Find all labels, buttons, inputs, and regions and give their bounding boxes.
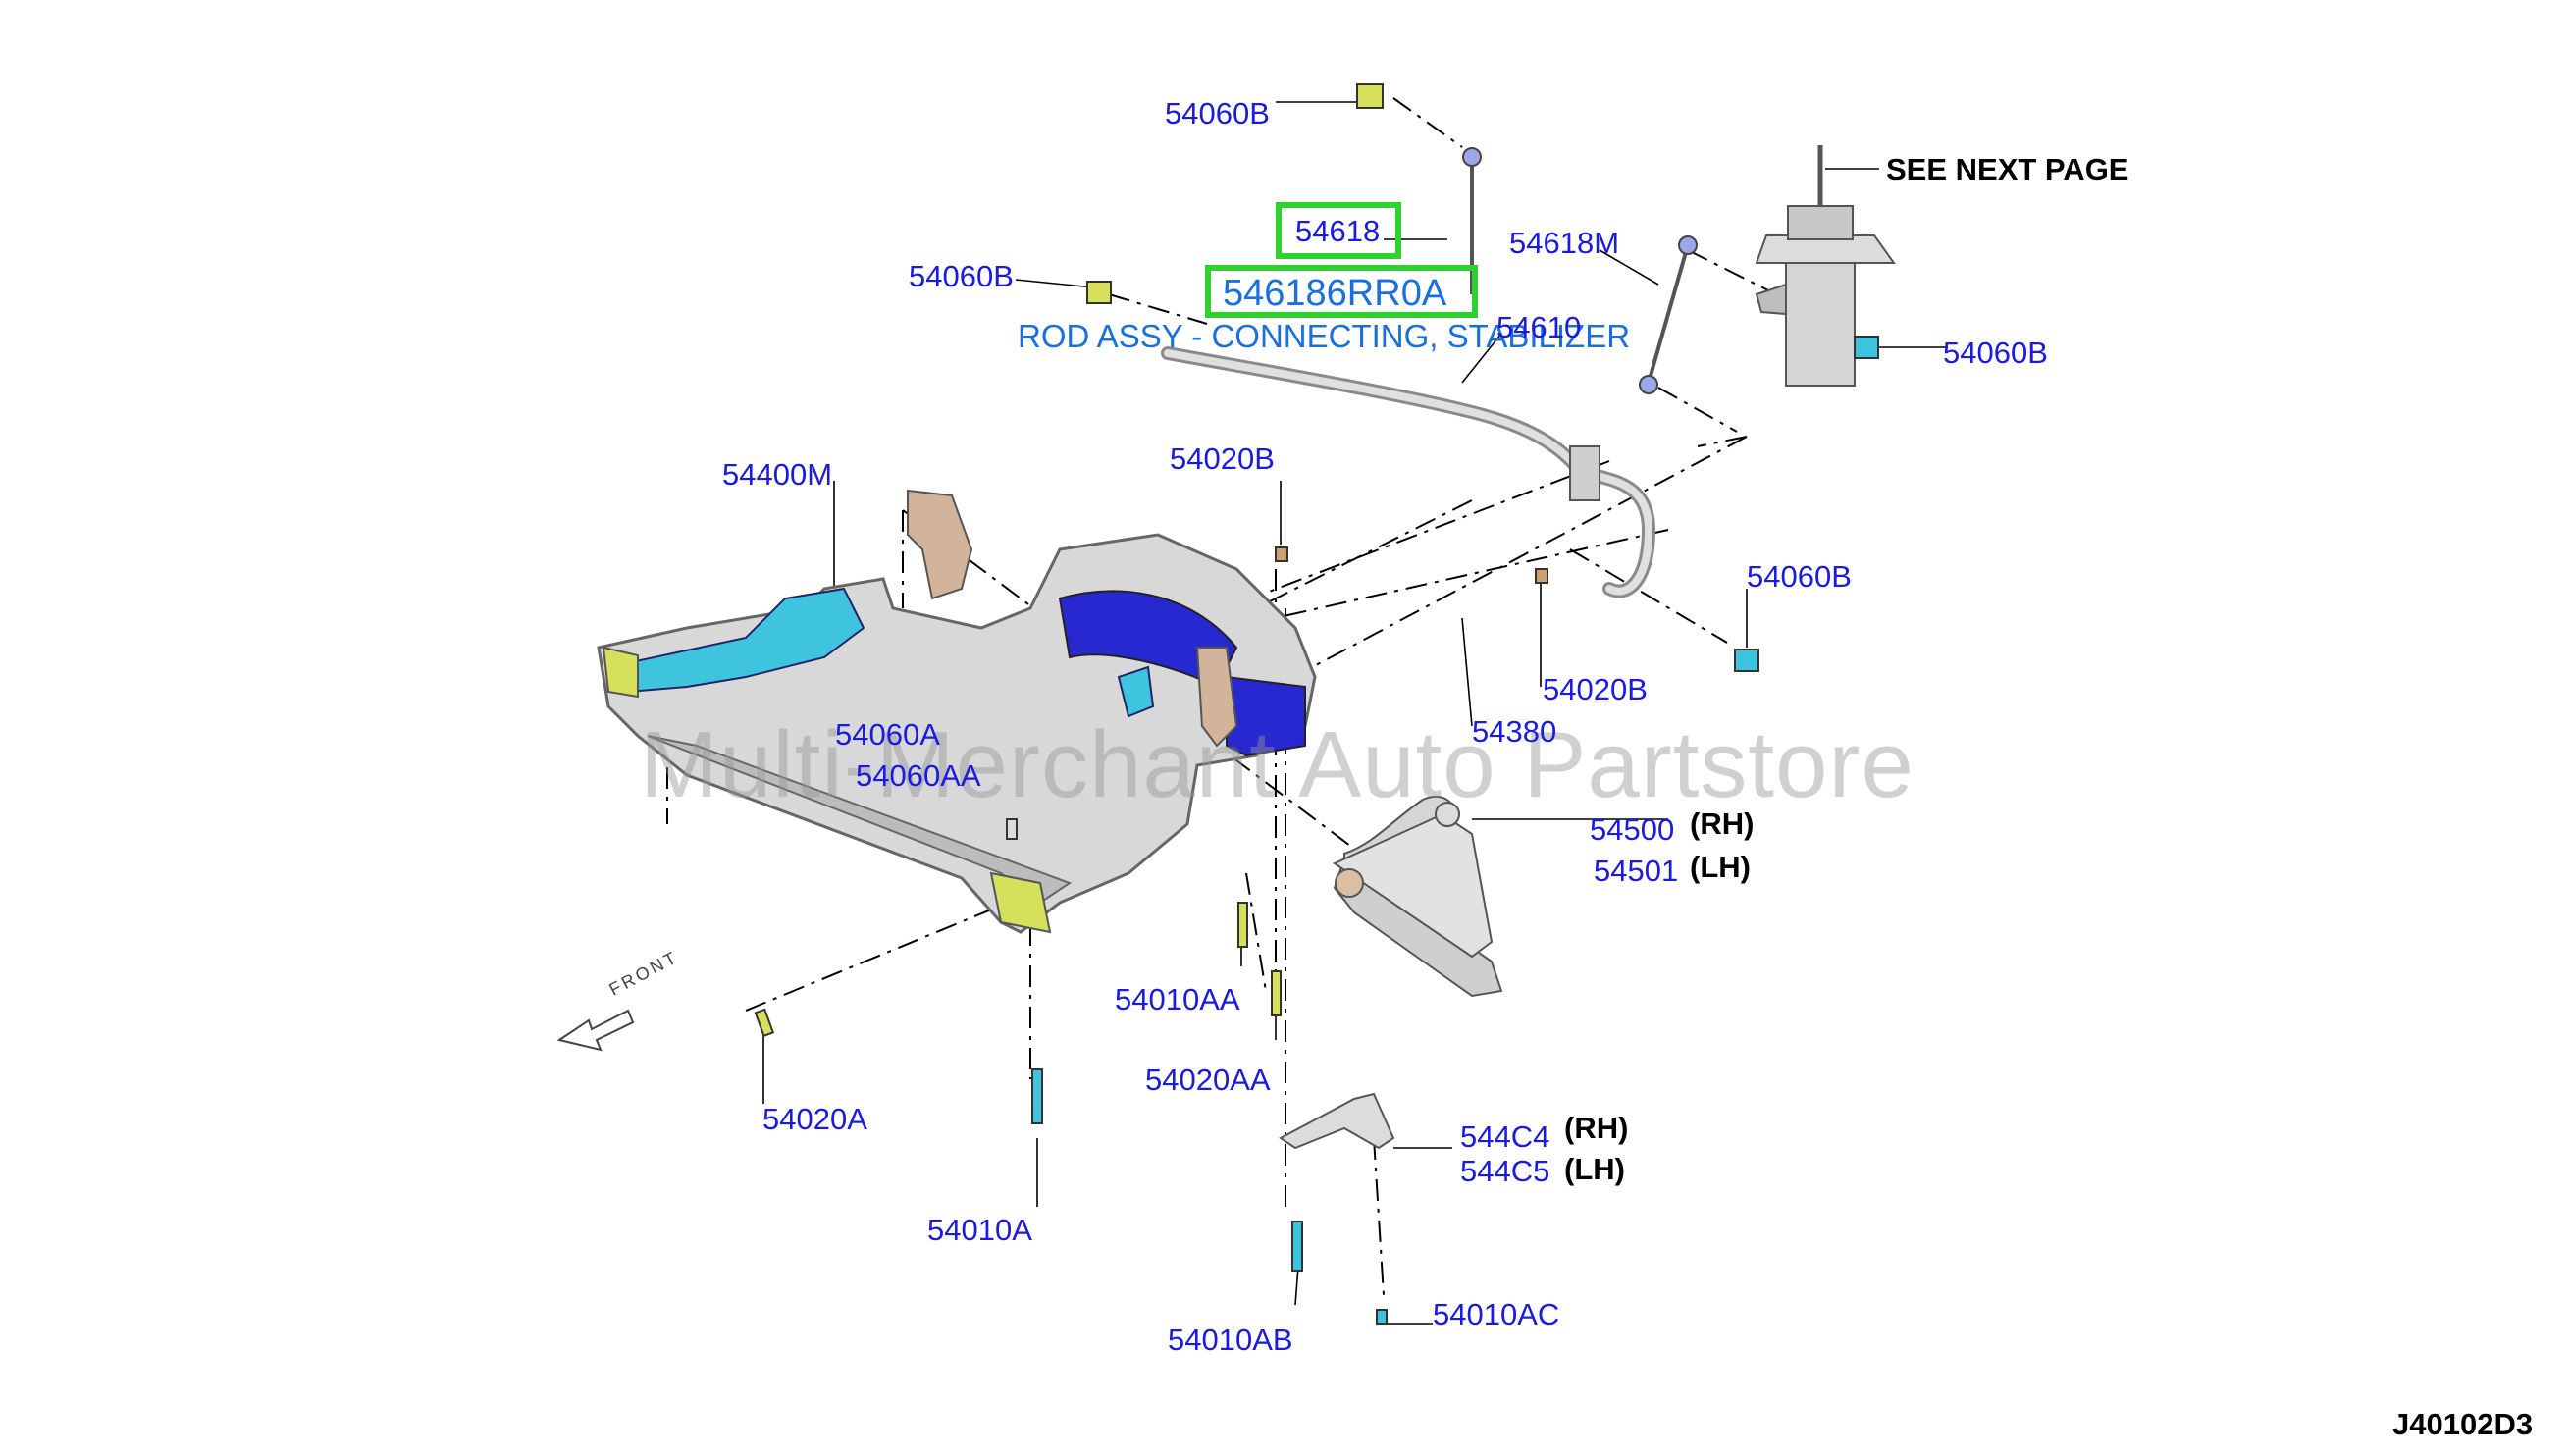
label-54610[interactable]: 54610 bbox=[1496, 310, 1582, 344]
label-54010AC[interactable]: 54010AC bbox=[1433, 1297, 1560, 1331]
see-next-page-text: SEE NEXT PAGE bbox=[1886, 152, 2129, 186]
label-54020B-top[interactable]: 54020B bbox=[1170, 442, 1275, 476]
part-number-link[interactable]: 546186RR0A bbox=[1223, 273, 1447, 314]
label-544C5[interactable]: 544C5 bbox=[1460, 1154, 1550, 1188]
lh-label-54501: (LH) bbox=[1690, 850, 1751, 884]
label-54060B-strut[interactable]: 54060B bbox=[1943, 336, 2048, 370]
label-54618M[interactable]: 54618M bbox=[1509, 226, 1620, 260]
rh-label-544C4: (RH) bbox=[1564, 1111, 1629, 1145]
highlight-box-part-number bbox=[1205, 265, 1478, 318]
highlight-box-54618 bbox=[1276, 202, 1401, 259]
label-54020A[interactable]: 54020A bbox=[762, 1102, 867, 1136]
label-54060B-top[interactable]: 54060B bbox=[1165, 96, 1270, 130]
label-544C4[interactable]: 544C4 bbox=[1460, 1119, 1550, 1154]
label-54060A[interactable]: 54060A bbox=[835, 717, 940, 752]
label-54060B-left[interactable]: 54060B bbox=[909, 259, 1014, 293]
label-54010A[interactable]: 54010A bbox=[927, 1213, 1032, 1247]
diagram-code: J40102D3 bbox=[2392, 1407, 2534, 1441]
label-54380[interactable]: 54380 bbox=[1472, 714, 1557, 749]
label-54500[interactable]: 54500 bbox=[1590, 812, 1675, 847]
label-54020B-right[interactable]: 54020B bbox=[1543, 672, 1648, 706]
rh-label-54500: (RH) bbox=[1690, 806, 1755, 841]
part-description-link[interactable]: ROD ASSY - CONNECTING, STABILIZER bbox=[1018, 318, 1631, 354]
label-54400M[interactable]: 54400M bbox=[722, 457, 833, 492]
label-54060AA[interactable]: 54060AA bbox=[856, 758, 981, 793]
watermark-text: Multi-Merchant Auto Partstore bbox=[640, 712, 1914, 817]
lh-label-544C5: (LH) bbox=[1564, 1152, 1625, 1186]
label-54618[interactable]: 54618 bbox=[1295, 214, 1381, 248]
label-54010AA[interactable]: 54010AA bbox=[1115, 982, 1240, 1016]
label-54501[interactable]: 54501 bbox=[1594, 854, 1679, 888]
label-54060B-right[interactable]: 54060B bbox=[1747, 559, 1852, 594]
label-54010AB[interactable]: 54010AB bbox=[1168, 1323, 1293, 1357]
label-54020AA[interactable]: 54020AA bbox=[1145, 1063, 1271, 1097]
